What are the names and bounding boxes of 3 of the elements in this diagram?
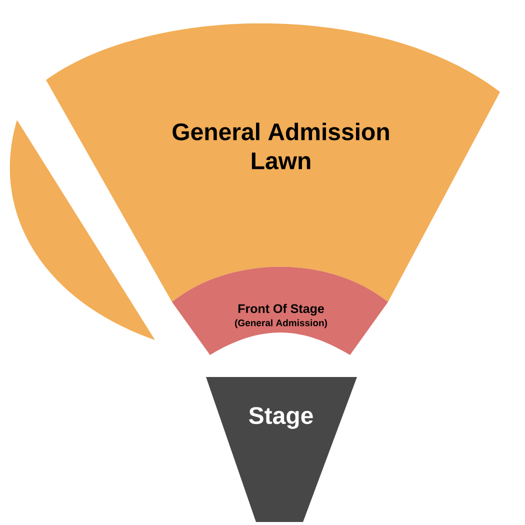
seating-section xyxy=(10,120,155,340)
seating-section: Front Of Stage (General Admission) xyxy=(172,266,388,355)
seating-section: Stage xyxy=(206,377,357,522)
